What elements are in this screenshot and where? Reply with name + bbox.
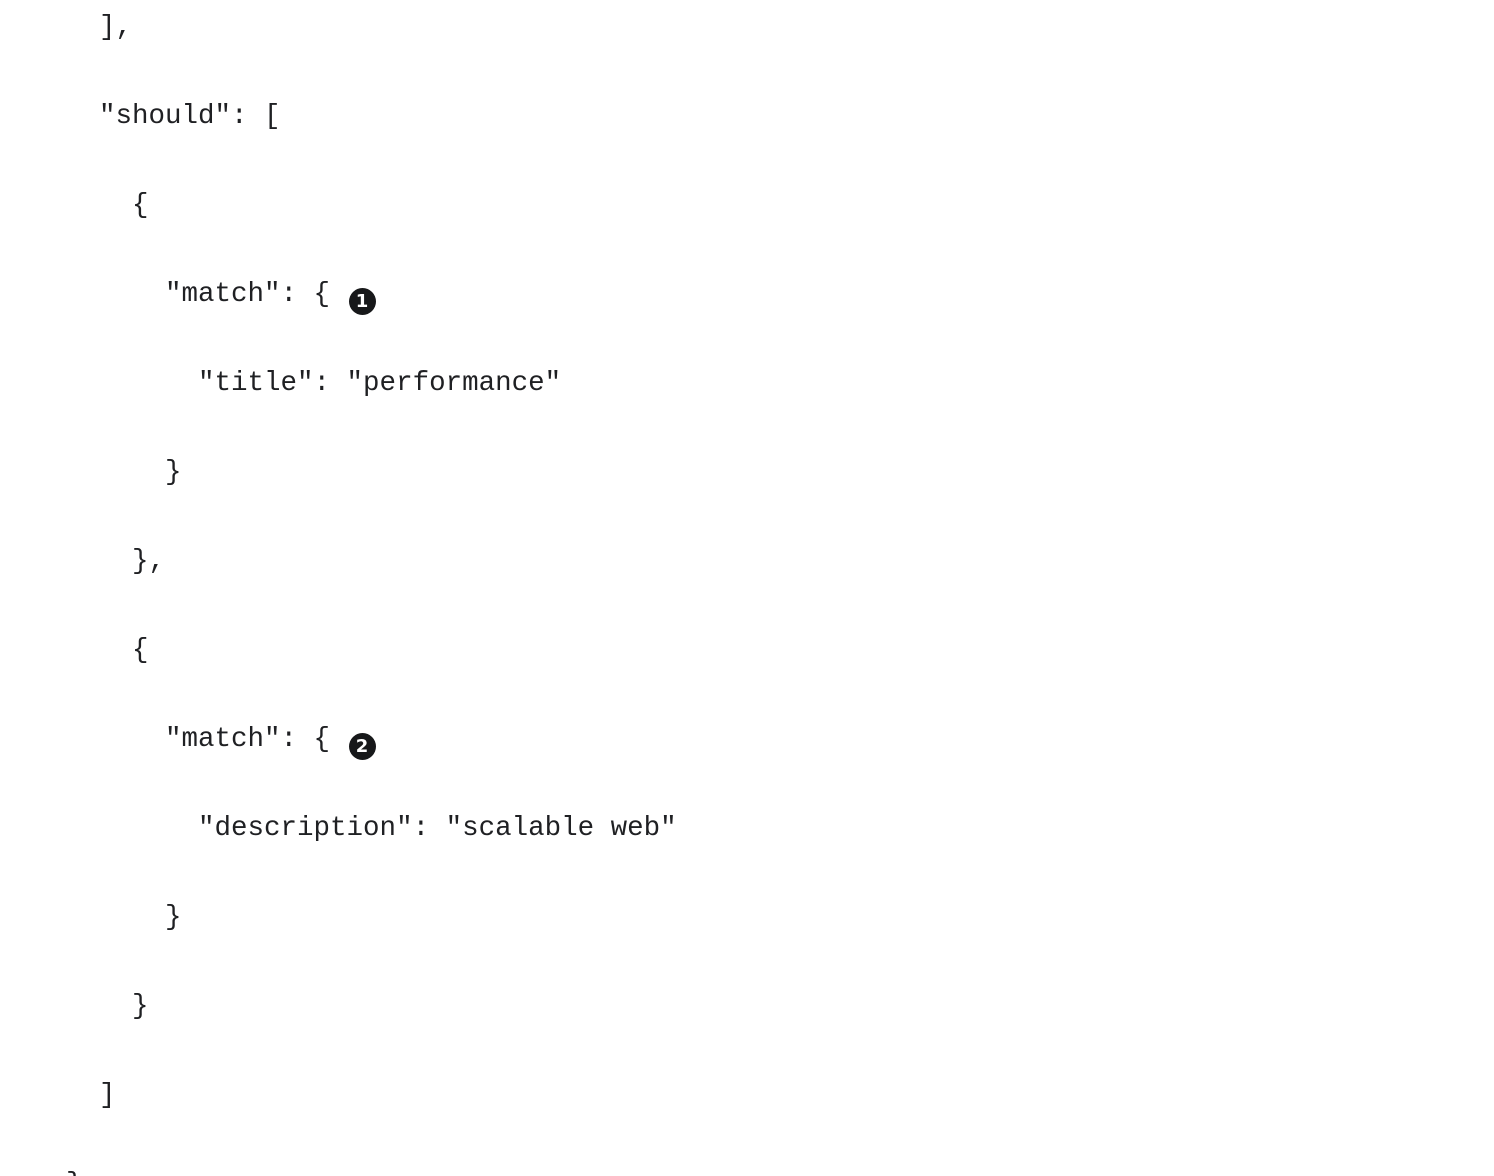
code-line-text: ] (0, 1080, 116, 1111)
code-line-text: ], (0, 12, 132, 43)
code-line: "match": { 2 (0, 718, 1494, 763)
code-snippet-surface: ], "should": [ { "match": { 1 "title": "… (0, 0, 1494, 588)
code-line: "match": { 1 (0, 273, 1494, 318)
code-line-text: }, (0, 546, 165, 577)
code-line-text: } (0, 1169, 83, 1176)
code-line-text: { (0, 635, 149, 666)
code-line: } (0, 451, 1494, 496)
step-badge-2: 2 (349, 733, 376, 760)
code-line-text: "description": "scalable web" (0, 813, 677, 844)
code-line-text: "title": "performance" (0, 368, 561, 399)
code-line: "description": "scalable web" (0, 807, 1494, 852)
code-line: { (0, 629, 1494, 674)
code-line-text: } (0, 457, 182, 488)
code-line-text: "match": { (0, 724, 347, 755)
code-line: ], (0, 6, 1494, 51)
code-line-text: "should": [ (0, 101, 281, 132)
code-line: }, (0, 540, 1494, 585)
code-line-text: { (0, 190, 149, 221)
code-line-text: } (0, 902, 182, 933)
code-line: } (0, 1163, 1494, 1176)
code-line: "title": "performance" (0, 362, 1494, 407)
json-code-block[interactable]: ], "should": [ { "match": { 1 "title": "… (0, 6, 1494, 1176)
code-line: { (0, 184, 1494, 229)
step-badge-1: 1 (349, 288, 376, 315)
code-line: } (0, 896, 1494, 941)
code-line-text: "match": { (0, 279, 347, 310)
code-line: } (0, 985, 1494, 1030)
code-line: "should": [ (0, 95, 1494, 140)
code-line: ] (0, 1074, 1494, 1119)
code-line-text: } (0, 991, 149, 1022)
